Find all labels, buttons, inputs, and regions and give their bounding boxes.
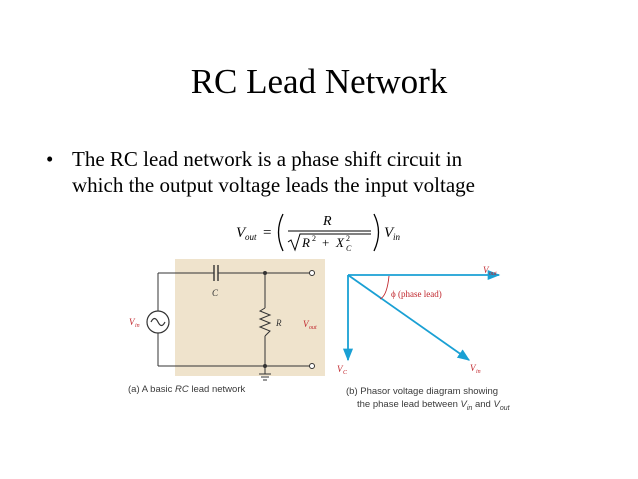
phasor-vout-sub: out (489, 271, 497, 277)
eq-equals: = (263, 225, 271, 241)
phasor-caption-prefix: the phase lead between (357, 399, 458, 410)
eq-sqrt (287, 233, 371, 252)
phasor-vc-sub: C (343, 370, 348, 376)
vout-equation: V out = R R 2 + X C 2 V in (236, 213, 401, 253)
eq-plus: + (322, 235, 329, 250)
circuit-highlight (175, 259, 325, 376)
phase-lead-label: ϕ (phase lead) (391, 289, 442, 299)
bullet-line-1: The RC lead network is a phase shift cir… (72, 147, 463, 171)
output-terminal-top (309, 270, 315, 276)
bullet-dot: • (46, 147, 54, 171)
phasor-vc-label: V (337, 364, 344, 374)
circuit-caption-prefix: (a) A basic (128, 384, 173, 395)
eq-lhs-sub: out (245, 232, 257, 242)
eq-denom-a: R (301, 235, 310, 250)
vin-phasor (347, 274, 471, 361)
eq-denom-b: X (335, 235, 345, 250)
eq-rhs-sub: in (393, 232, 401, 242)
circuit-vin-label: V (129, 317, 136, 327)
resistor (258, 307, 272, 337)
phasor-caption-line-1: (b) Phasor voltage diagram showing (346, 386, 499, 397)
capacitor-label: C (212, 288, 219, 298)
phasor-vin-sub: in (476, 369, 481, 375)
eq-lhs: V (236, 225, 247, 241)
ac-sine-icon (150, 317, 166, 327)
junction-top (263, 271, 267, 275)
circuit-vout-label: V (303, 319, 310, 329)
circuit-caption-italic: RC (175, 384, 189, 395)
phasor-caption-line-2: the phase lead between Vin and Vout (357, 399, 510, 415)
bullet-line-2: which the output voltage leads the input… (72, 173, 475, 197)
phasor-vin-label: V (470, 363, 477, 373)
rc-circuit-diagram: C R V out V in (129, 259, 325, 381)
slide-title: RC Lead Network (190, 62, 448, 101)
eq-denom-a-sq: 2 (312, 234, 316, 243)
eq-right-paren (373, 213, 380, 252)
phasor-diagram: ϕ (phase lead) V out V C V in (337, 265, 501, 376)
phasor-caption-vout: V (493, 399, 500, 410)
phasor-caption-vin: V (460, 399, 467, 410)
eq-left-paren (277, 213, 284, 252)
eq-denom-b-sub: C (346, 244, 352, 253)
eq-rhs: V (384, 225, 395, 241)
circuit-vout-sub: out (309, 325, 317, 331)
eq-denom-b-sq: 2 (346, 234, 350, 243)
circuit-caption-suffix: lead network (191, 384, 246, 395)
output-terminal-bottom (309, 363, 315, 369)
phasor-caption-vout-sub: out (499, 404, 510, 412)
circuit-caption: (a) A basic RC lead network (128, 384, 245, 396)
phasor-caption-and: and (474, 399, 491, 410)
resistor-label: R (275, 318, 282, 328)
phase-angle-arc (379, 275, 390, 300)
phasor-caption-vin-sub: in (466, 404, 473, 412)
bullet-text: The RC lead network is a phase shift cir… (72, 146, 612, 198)
phasor-vout-label: V (483, 265, 490, 275)
eq-numerator: R (322, 214, 332, 229)
circuit-vin-sub: in (135, 323, 140, 329)
